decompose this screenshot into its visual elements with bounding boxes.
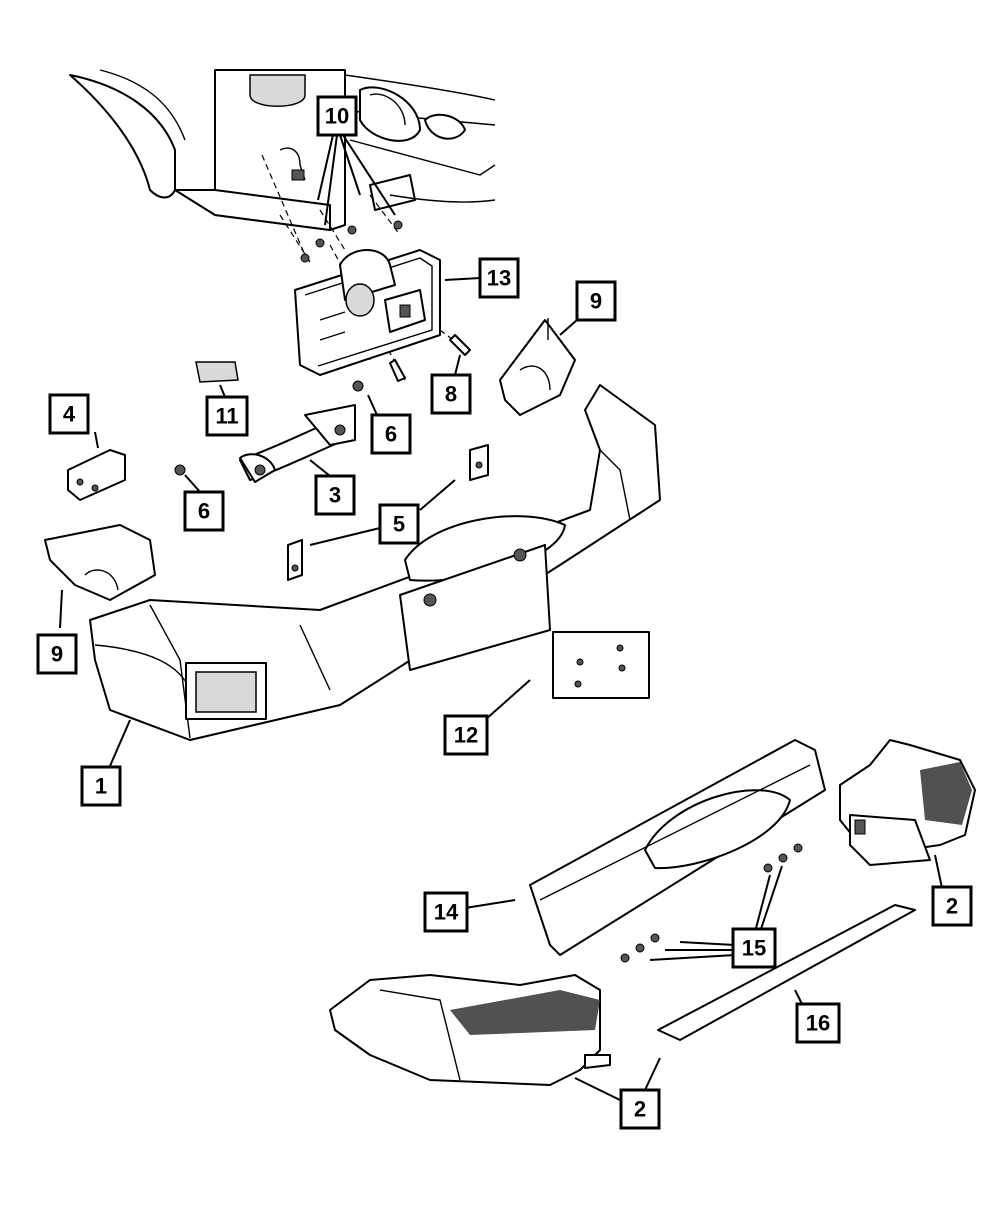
- callout-6-left: 6: [183, 490, 225, 532]
- license-bracket-13: [294, 249, 441, 376]
- bumper-1: [89, 384, 661, 741]
- corner-bracket-9-left: [44, 524, 156, 601]
- callout-8: 8: [430, 373, 472, 415]
- bracket-4: [67, 449, 126, 501]
- callout-14: 14: [423, 891, 469, 933]
- leader-lines: [59, 134, 943, 1101]
- step-pad-2-left: [329, 974, 611, 1086]
- callout-10-label: 10: [325, 104, 349, 129]
- callout-1: 1: [80, 765, 122, 807]
- callout-9-left: 9: [36, 633, 78, 675]
- bumper-cap-14: [529, 739, 826, 956]
- callout-12-label: 12: [454, 723, 478, 748]
- callout-16: 16: [795, 1002, 841, 1044]
- callout-13: 13: [478, 257, 520, 299]
- callout-2-right-label: 2: [946, 894, 958, 919]
- callout-5-label: 5: [393, 512, 405, 537]
- screw-set-12: [552, 631, 650, 699]
- callout-9-right: 9: [575, 280, 617, 322]
- pad-11: [195, 361, 239, 383]
- callout-15-label: 15: [742, 936, 766, 961]
- callout-8-label: 8: [445, 382, 457, 407]
- callout-3-label: 3: [329, 483, 341, 508]
- callout-3: 3: [314, 474, 356, 516]
- callout-9-right-label: 9: [590, 289, 602, 314]
- callout-11-label: 11: [215, 404, 238, 429]
- callout-14-label: 14: [434, 900, 459, 925]
- callout-10: 10: [316, 95, 358, 137]
- callout-13-label: 13: [487, 266, 511, 291]
- nut-6: [174, 380, 364, 476]
- vehicle-rear-body: [69, 69, 496, 231]
- callout-6-left-label: 6: [198, 499, 210, 524]
- bracket-5: [287, 444, 489, 581]
- callout-2-right: 2: [931, 885, 973, 927]
- callout-16-label: 16: [806, 1011, 830, 1036]
- callout-4: 4: [48, 393, 90, 435]
- callout-2-left: 2: [619, 1088, 661, 1130]
- bolt-8: [389, 334, 471, 382]
- callout-15: 15: [731, 927, 777, 969]
- step-pad-2-right: [839, 739, 976, 866]
- callout-11: 11: [205, 395, 249, 437]
- callout-2-left-label: 2: [634, 1097, 646, 1122]
- callout-1-label: 1: [95, 774, 107, 799]
- trim-strip-16: [657, 904, 916, 1041]
- corner-bracket-9-right: [499, 318, 576, 416]
- callout-6-right: 6: [370, 413, 412, 455]
- callout-6-right-label: 6: [385, 422, 397, 447]
- callout-9-left-label: 9: [51, 642, 63, 667]
- callout-12: 12: [443, 714, 489, 756]
- callout-5: 5: [378, 503, 420, 545]
- wiring-harness-3: [239, 404, 356, 483]
- screw-set-15: [620, 843, 803, 963]
- callout-4-label: 4: [63, 402, 76, 427]
